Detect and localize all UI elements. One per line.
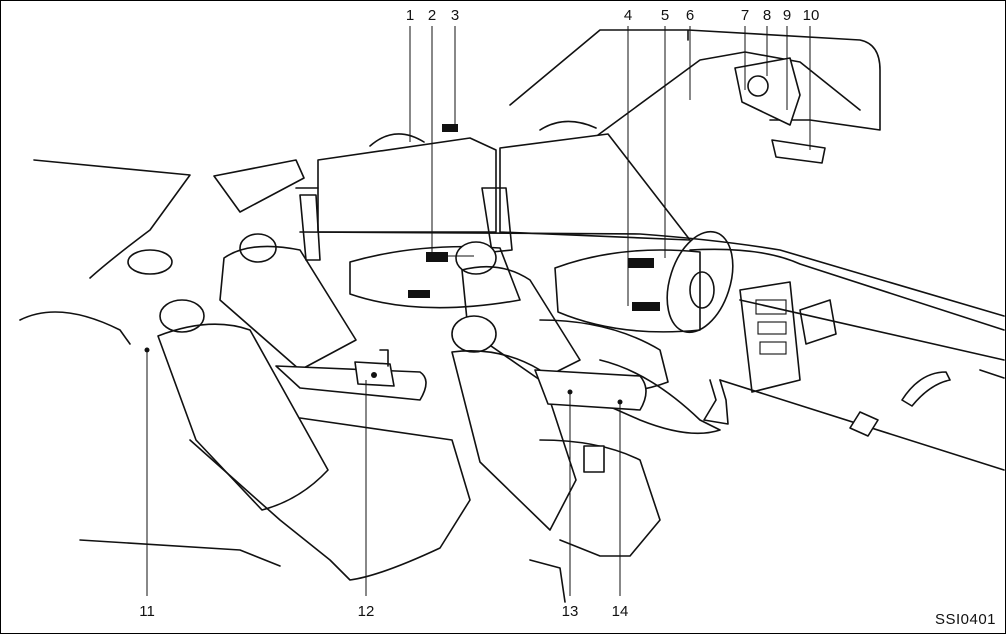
rear-quarter-panel — [33, 159, 191, 279]
front-center-armrest — [534, 369, 647, 411]
front-seatbelt — [481, 187, 513, 253]
steering-wheel — [666, 230, 734, 334]
front-left-seat-cushion — [539, 439, 661, 557]
rear-right-headrest — [239, 233, 277, 263]
callout-9: 9 — [782, 7, 792, 24]
callout-4: 4 — [623, 7, 633, 24]
rear-seatbelt — [295, 187, 321, 261]
rear-left-seat-cushion — [189, 417, 471, 581]
callout-5: 5 — [660, 7, 670, 24]
rear-grab-handle — [369, 133, 425, 147]
overhead-console — [734, 57, 801, 126]
front-left-headrest — [451, 315, 497, 353]
front-power-window-switch — [632, 302, 660, 311]
callout-10: 10 — [802, 7, 820, 24]
front-side-window — [499, 133, 691, 241]
callout-8: 8 — [762, 7, 772, 24]
front-grab-handle — [539, 120, 597, 131]
callout-7: 7 — [740, 7, 750, 24]
side-vent — [901, 371, 951, 407]
rear-left-headrest — [159, 299, 205, 333]
center-console — [589, 359, 721, 435]
rear-seat-c-pillar — [213, 159, 305, 213]
center-vent — [799, 299, 837, 345]
callout-13: 13 — [561, 603, 579, 620]
front-door-handle — [628, 258, 654, 268]
hazard-switch — [759, 341, 787, 355]
rear-side-window — [317, 137, 497, 233]
callout-1: 1 — [405, 7, 415, 24]
callout-2: 2 — [427, 7, 437, 24]
rear-door-sill — [19, 311, 131, 345]
beltline — [299, 231, 1005, 317]
front-right-seatback — [461, 265, 581, 381]
audio-unit — [755, 299, 787, 315]
rear-left-seatback — [157, 323, 329, 511]
map-lamp — [747, 75, 769, 97]
rear-reading-lamp — [442, 124, 458, 132]
rear-seat-latch — [379, 349, 389, 367]
center-stack — [739, 281, 801, 393]
rear-door-pocket — [408, 290, 430, 298]
front-left-seatback — [451, 350, 577, 531]
rear-right-seatback — [219, 245, 357, 371]
climate-controls — [757, 321, 787, 335]
callout-11: 11 — [139, 603, 155, 620]
glove-box-latch — [849, 411, 879, 437]
callout-6: 6 — [685, 7, 695, 24]
seat-adjust-lever — [583, 445, 605, 473]
windshield-outline — [509, 29, 881, 131]
rear-door-handle — [426, 252, 448, 262]
rear-speaker — [127, 249, 173, 275]
callout-12: 12 — [357, 603, 375, 620]
steering-hub — [689, 271, 715, 309]
rear-view-mirror — [771, 139, 826, 164]
instrument-panel — [689, 248, 1005, 471]
callout-14: 14 — [611, 603, 629, 620]
headliner-outline — [597, 51, 861, 136]
rear-cup-holder-dot — [371, 372, 377, 378]
shift-lever — [703, 379, 729, 425]
rear-armrest — [275, 365, 427, 401]
rear-door-panel — [349, 245, 521, 309]
floor-line — [79, 539, 566, 603]
figure-code: SSI0401 — [934, 611, 996, 628]
callout-3: 3 — [450, 7, 460, 24]
